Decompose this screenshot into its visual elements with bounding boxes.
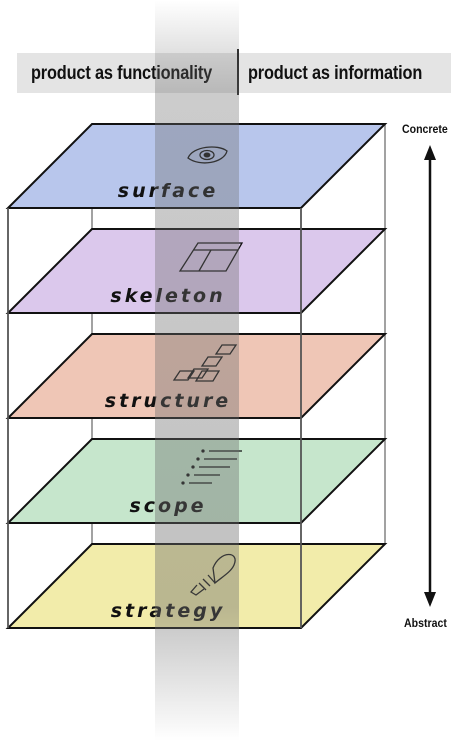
concrete-label: Concrete — [402, 122, 448, 136]
abstract-label: Abstract — [404, 616, 447, 630]
product-as-information-label: product as information — [248, 63, 423, 84]
center-shadow-band — [155, 0, 239, 741]
frame-front-lines — [7, 208, 302, 628]
concrete-abstract-axis-arrow — [424, 145, 436, 607]
